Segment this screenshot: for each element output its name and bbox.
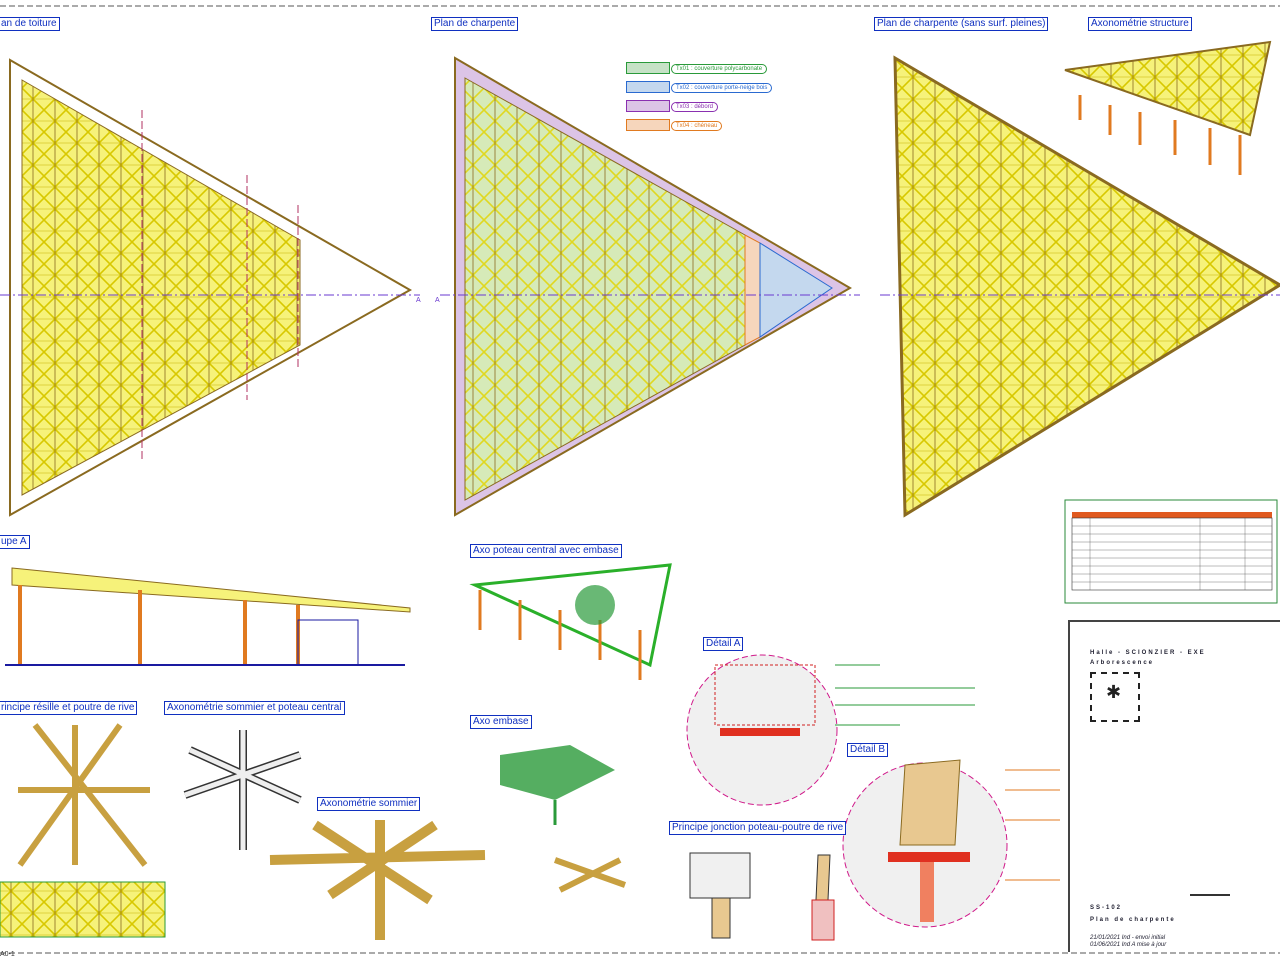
view-label-plan-charpente: Plan de charpente [431, 17, 519, 31]
company-logo: ✱ [1090, 672, 1140, 722]
legend-swatch-tx04 [626, 119, 670, 131]
view-label-principe-resille: rincipe résille et poutre de rive [0, 701, 138, 715]
revision-line: 01/06/2021 Ind A mise à jour [1090, 942, 1167, 948]
tree-logo-icon: ✱ [1106, 682, 1122, 702]
sheet-id: A0-1 [0, 951, 15, 958]
title-block: Halle - SCIONZIER - EXE Arborescence ✱ S… [1068, 620, 1280, 952]
plan-charpente-sans-surf [880, 55, 1280, 518]
view-label-detail-a: Détail A [703, 637, 744, 651]
legend-label-tx03: Tx03 : débord [671, 102, 719, 112]
detail-a-drawing [686, 654, 975, 806]
legend-label-tx02: Tx02 : couverture porte-neige bois [671, 83, 773, 93]
project-name: Halle - SCIONZIER - EXE [1090, 650, 1206, 656]
view-label-plan-toiture: an de toiture [0, 17, 60, 31]
drawing-number: SS-102 [1090, 905, 1123, 911]
principe-jonction-drawing [689, 852, 835, 941]
legend-swatch-tx03 [626, 100, 670, 112]
axo-structure [1064, 40, 1272, 175]
detail-b-drawing [842, 759, 1060, 928]
axo-poteau-central [469, 563, 672, 680]
axo-sommier-drawing [269, 820, 486, 940]
view-label-axo-poteau: Axo poteau central avec embase [470, 544, 622, 558]
view-label-plan-charpente-sans: Plan de charpente (sans surf. pleines) [874, 17, 1049, 31]
view-label-axo-sommier-poteau: Axonométrie sommier et poteau central [164, 701, 345, 715]
coupe-a-drawing [5, 567, 411, 666]
revision-line: 21/01/2021 Ind - envoi initial [1090, 935, 1166, 941]
drawing-title: Plan de charpente [1090, 917, 1176, 923]
legend-swatch-tx02 [626, 81, 670, 93]
section-marker: A [435, 297, 440, 304]
view-label-axo-sommier: Axonométrie sommier [317, 797, 421, 811]
plan-toiture [0, 58, 420, 517]
legend-label-tx04: Tx04 : chéneau [671, 121, 723, 131]
plan-charpente [440, 56, 860, 517]
view-label-principe-jonction: Principe jonction poteau-poutre de rive [669, 821, 847, 835]
legend-label-tx01: Tx01 : couverture polycarbonate [671, 64, 768, 74]
axo-sommier-poteau-drawing [183, 730, 302, 850]
principe-resille-drawing [0, 723, 166, 938]
divider [1190, 894, 1230, 896]
legend-swatch-tx01 [626, 62, 670, 74]
section-marker: A [416, 297, 421, 304]
axo-embase-drawing [500, 745, 627, 893]
nomenclature-table [1064, 499, 1278, 604]
company-name: Arborescence [1090, 660, 1155, 666]
view-label-detail-b: Détail B [847, 743, 889, 757]
view-label-axo-structure: Axonométrie structure [1088, 17, 1192, 31]
view-label-axo-embase: Axo embase [470, 715, 532, 729]
view-label-coupe-a: upe A [0, 535, 30, 549]
